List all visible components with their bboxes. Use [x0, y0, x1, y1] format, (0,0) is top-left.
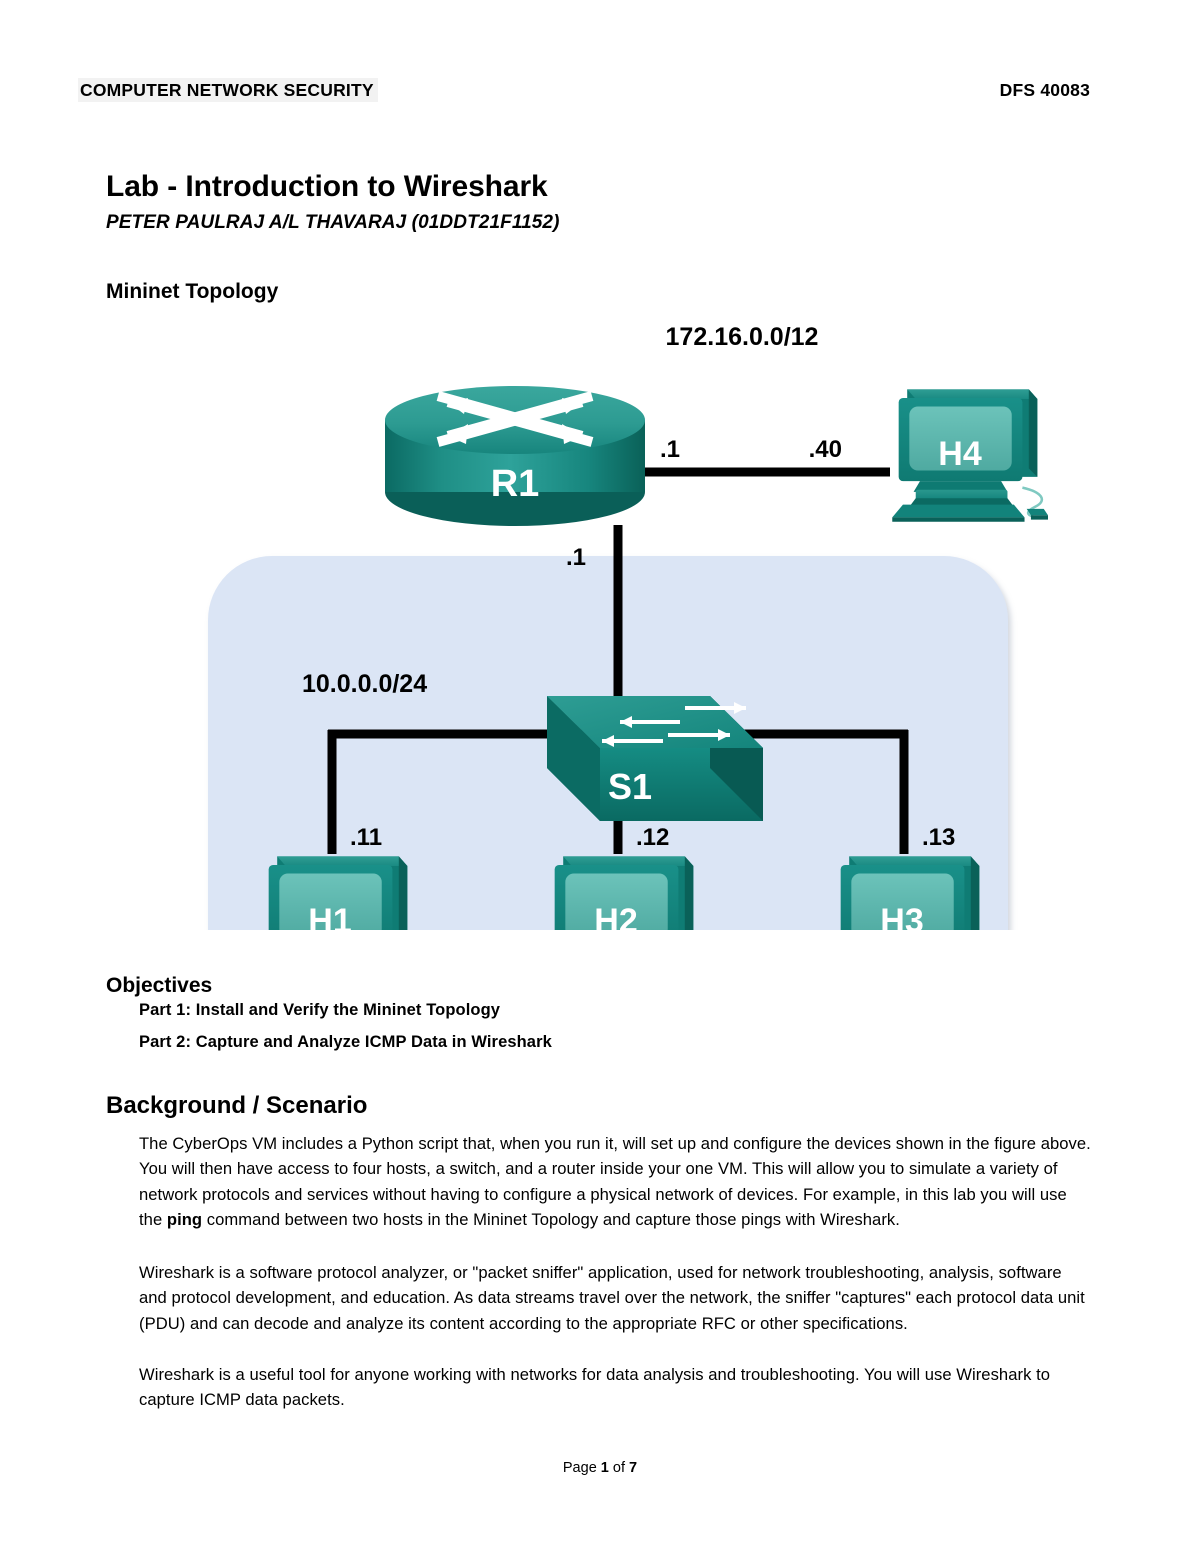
iface-label-h3: .13 — [922, 824, 955, 851]
heading-background-scenario: Background / Scenario — [106, 1091, 368, 1119]
footer-total-pages: 7 — [629, 1460, 638, 1476]
background-paragraph-1: The CyberOps VM includes a Python script… — [139, 1133, 1091, 1230]
footer-prefix: Page — [562, 1460, 601, 1476]
page-header: COMPUTER NETWORK SECURITY DFS 40083 — [78, 78, 1090, 104]
device-switch-s1: S1 — [547, 696, 763, 821]
author-line: PETER PAULRAJ A/L THAVARAJ (01DDT21F1152… — [106, 212, 560, 233]
host-h4-label: H4 — [938, 435, 982, 473]
wan-network-label: 172.16.0.0/12 — [666, 323, 819, 351]
background-paragraph-3: Wireshark is a useful tool for anyone wo… — [139, 1364, 1051, 1410]
iface-label-h4-wan: .40 — [809, 436, 842, 463]
objective-part-2: Part 2: Capture and Analyze ICMP Data in… — [139, 1033, 552, 1051]
lan-network-label: 10.0.0.0/24 — [302, 670, 427, 698]
device-host-h2: H2 — [546, 855, 704, 930]
device-host-h3: H3 — [832, 855, 990, 930]
iface-label-r1-wan: .1 — [660, 436, 680, 463]
background-paragraph-2: Wireshark is a software protocol analyze… — [139, 1262, 1085, 1333]
iface-label-h1: .11 — [350, 824, 382, 851]
iface-label-r1-lan: .1 — [566, 544, 586, 571]
objective-part-1: Part 1: Install and Verify the Mininet T… — [139, 1001, 501, 1019]
footer-middle: of — [608, 1460, 630, 1476]
course-title-header: COMPUTER NETWORK SECURITY — [78, 78, 378, 102]
footer-current-page: 1 — [600, 1460, 609, 1476]
network-topology-diagram: R1 S1 H1 — [190, 300, 1070, 930]
iface-label-h2: .12 — [636, 824, 669, 851]
host-h3-label: H3 — [880, 902, 923, 930]
heading-mininet-topology: Mininet Topology — [106, 280, 279, 304]
host-h1-label: H1 — [308, 902, 351, 930]
device-router-r1: R1 — [385, 386, 645, 526]
switch-s1-label: S1 — [608, 766, 652, 807]
page-footer: Page 1 of 7 — [0, 1458, 1200, 1478]
device-host-h4: H4 — [890, 388, 1048, 523]
page-title: Lab - Introduction to Wireshark — [106, 170, 548, 204]
host-h2-label: H2 — [594, 902, 637, 930]
router-r1-label: R1 — [491, 463, 540, 505]
course-code-header: DFS 40083 — [999, 80, 1090, 100]
heading-objectives: Objectives — [106, 974, 213, 998]
device-host-h1: H1 — [260, 855, 418, 930]
